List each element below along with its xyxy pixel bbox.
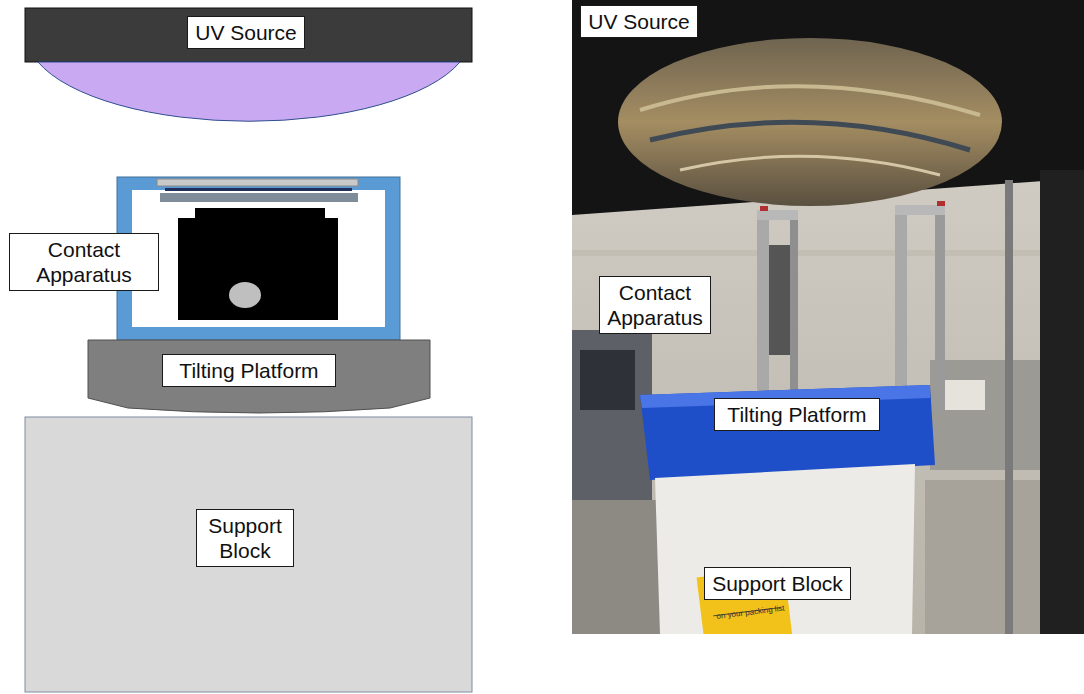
clamp-knob bbox=[229, 282, 261, 308]
label-box: Tilting Platform bbox=[162, 354, 336, 387]
label-box: Support Block bbox=[196, 509, 294, 567]
label-text: Support Block bbox=[711, 571, 844, 596]
label-text: Tilting Platform bbox=[169, 358, 329, 383]
label-box: Contact Apparatus bbox=[9, 233, 159, 291]
glass-plate bbox=[157, 179, 358, 186]
contact-frame bbox=[117, 177, 400, 340]
clamp-block bbox=[178, 208, 338, 320]
sample-layer bbox=[165, 188, 352, 191]
label-box: UV Source bbox=[580, 5, 698, 38]
base-plate bbox=[160, 193, 358, 202]
label-box: Tilting Platform bbox=[714, 398, 880, 431]
label-text: Contact Apparatus bbox=[606, 280, 704, 330]
label-text: UV Source bbox=[194, 20, 298, 45]
uv-lamp bbox=[38, 62, 460, 121]
uv-source-housing bbox=[25, 8, 472, 62]
label-text: Tilting Platform bbox=[721, 402, 873, 427]
label-box: UV Source bbox=[187, 16, 305, 49]
label-text: UV Source bbox=[587, 9, 691, 34]
label-text: Support Block bbox=[203, 513, 287, 563]
label-text: Contact Apparatus bbox=[16, 237, 152, 287]
label-box: Support Block bbox=[704, 567, 851, 600]
support-block bbox=[25, 417, 472, 692]
contact-interior bbox=[132, 190, 385, 327]
tilting-platform bbox=[88, 340, 430, 413]
label-box: Contact Apparatus bbox=[599, 276, 711, 334]
photo bbox=[572, 0, 1084, 634]
